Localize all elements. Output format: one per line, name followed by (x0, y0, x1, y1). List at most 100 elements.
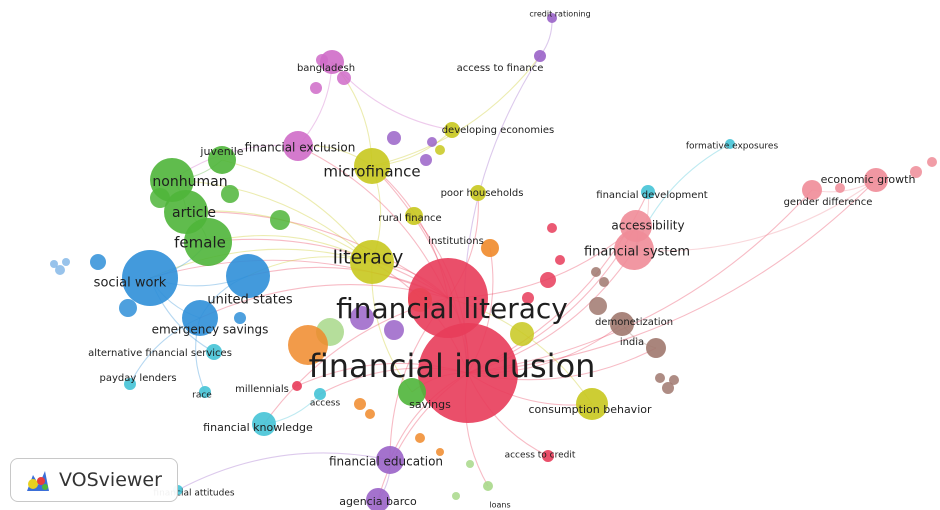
satellite-node-14 (669, 375, 679, 385)
node-financial-knowledge[interactable] (252, 412, 276, 436)
label-agencia-barco[interactable]: agencia barco (339, 495, 417, 508)
satellite-node-40 (555, 255, 565, 265)
label-microfinance[interactable]: microfinance (323, 163, 420, 181)
label-literacy[interactable]: literacy (333, 247, 404, 269)
node-agencia-barco[interactable] (366, 488, 390, 510)
node-access-to-finance[interactable] (534, 50, 546, 62)
label-formative-exposures[interactable]: formative exposures (686, 142, 779, 152)
satellite-node-28 (221, 185, 239, 203)
satellite-node-24 (420, 154, 432, 166)
label-demonetization[interactable]: demonetization (595, 317, 673, 328)
label-social-work[interactable]: social work (94, 276, 167, 291)
label-financial-education[interactable]: financial education (329, 455, 443, 469)
node-social-work[interactable] (122, 250, 178, 306)
label-nonhuman[interactable]: nonhuman (152, 174, 227, 190)
label-gender-difference[interactable]: gender difference (784, 197, 873, 208)
label-access-to-credit[interactable]: access to credit (505, 451, 576, 461)
node-india[interactable] (646, 338, 666, 358)
link-financial-literacy--social-work (149, 259, 449, 299)
label-financial-knowledge[interactable]: financial knowledge (203, 421, 313, 434)
satellite-node-38 (384, 320, 404, 340)
label-race[interactable]: race (192, 391, 212, 401)
label-emergency-savings[interactable]: emergency savings (152, 323, 269, 337)
node-consumption-behavior[interactable] (576, 388, 608, 420)
node-rural-finance[interactable] (405, 207, 423, 225)
node-institutions[interactable] (481, 239, 499, 257)
link-financial-system--economic-growth (633, 179, 877, 252)
label-savings[interactable]: savings (409, 398, 451, 411)
node-bangladesh[interactable] (320, 50, 344, 74)
label-juvenile[interactable]: juvenile (199, 145, 243, 158)
satellite-node-3 (270, 210, 290, 230)
label-alternative-financial-services[interactable]: alternative financial services (88, 348, 232, 359)
node-developing-economies[interactable] (444, 122, 460, 138)
node-economic-growth[interactable] (864, 168, 888, 192)
satellite-node-30 (90, 254, 106, 270)
label-loans[interactable]: loans (489, 501, 510, 510)
satellite-node-15 (354, 398, 366, 410)
satellite-node-33 (510, 322, 534, 346)
label-financial-literacy[interactable]: financial literacy (336, 292, 568, 325)
node-credit-rationing[interactable] (547, 13, 557, 23)
node-financial-literacy[interactable] (408, 258, 488, 338)
label-united-states[interactable]: united states (207, 293, 293, 308)
node-financial-exclusion[interactable] (283, 131, 313, 161)
node-accessibility[interactable] (620, 210, 652, 242)
vosviewer-logo-text: VOSviewer (59, 469, 162, 491)
node-financial-system[interactable] (614, 230, 654, 270)
label-bangladesh[interactable]: bangladesh (297, 63, 355, 74)
label-economic-growth[interactable]: economic growth (821, 173, 916, 186)
node-article[interactable] (164, 190, 208, 234)
label-credit-rationing[interactable]: credit rationing (529, 10, 590, 19)
node-race[interactable] (199, 386, 211, 398)
label-access-to-finance[interactable]: access to finance (457, 63, 544, 74)
label-female[interactable]: female (174, 234, 226, 252)
label-india[interactable]: india (620, 337, 644, 348)
label-financial-development[interactable]: financial development (596, 190, 708, 201)
label-millennials[interactable]: millennials (235, 384, 289, 395)
node-microfinance[interactable] (354, 148, 390, 184)
node-financial-inclusion[interactable] (418, 323, 518, 423)
label-payday-lenders[interactable]: payday lenders (99, 373, 176, 384)
label-consumption-behavior[interactable]: consumption behavior (529, 403, 652, 416)
node-millennials[interactable] (292, 381, 302, 391)
label-financial-system[interactable]: financial system (584, 245, 690, 260)
node-literacy[interactable] (350, 240, 394, 284)
node-united-states[interactable] (226, 254, 270, 298)
label-access[interactable]: access (310, 399, 341, 409)
node-access-to-credit[interactable] (542, 450, 554, 462)
node-gender-difference[interactable] (802, 180, 822, 200)
label-developing-economies[interactable]: developing economies (442, 125, 555, 136)
node-savings[interactable] (398, 378, 426, 406)
node-alternative-financial-services[interactable] (206, 344, 222, 360)
node-financial-development[interactable] (641, 185, 655, 199)
label-financial-inclusion[interactable]: financial inclusion (309, 347, 596, 385)
satellite-node-13 (655, 373, 665, 383)
satellite-node-0 (55, 265, 65, 275)
node-financial-education[interactable] (376, 446, 404, 474)
satellite-node-7 (540, 272, 556, 288)
node-payday-lenders[interactable] (124, 378, 136, 390)
label-institutions[interactable]: institutions (428, 236, 484, 247)
satellite-node-26 (387, 131, 401, 145)
satellite-node-17 (415, 433, 425, 443)
vosviewer-badge[interactable]: VOSviewer (10, 458, 178, 502)
label-accessibility[interactable]: accessibility (611, 219, 684, 233)
node-access[interactable] (314, 388, 326, 400)
node-juvenile[interactable] (208, 146, 236, 174)
node-demonetization[interactable] (610, 312, 634, 336)
node-emergency-savings[interactable] (182, 300, 218, 336)
label-rural-finance[interactable]: rural finance (378, 213, 441, 224)
label-article[interactable]: article (172, 205, 216, 221)
node-formative-exposures[interactable] (725, 139, 735, 149)
label-financial-exclusion[interactable]: financial exclusion (245, 141, 356, 155)
node-poor-households[interactable] (470, 185, 486, 201)
label-financial-attitudes[interactable]: financial attitudes (153, 489, 234, 499)
label-poor-households[interactable]: poor households (441, 188, 524, 199)
node-loans[interactable] (483, 481, 493, 491)
satellite-node-22 (337, 71, 351, 85)
vosviewer-logo-icon (27, 471, 49, 491)
satellite-node-31 (119, 299, 137, 317)
satellite-node-12 (662, 382, 674, 394)
